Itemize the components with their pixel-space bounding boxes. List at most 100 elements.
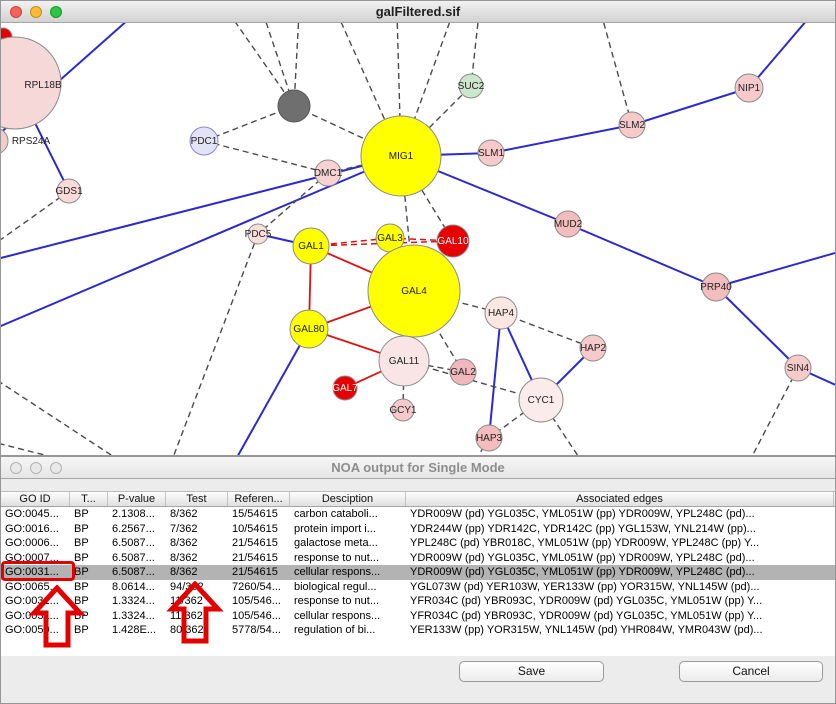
node-circle[interactable] bbox=[1, 128, 9, 154]
table-cell[interactable]: BP bbox=[74, 522, 89, 535]
table-cell[interactable]: 5778/54... bbox=[232, 624, 281, 636]
edge-blue[interactable] bbox=[231, 328, 310, 455]
edge-blue[interactable] bbox=[567, 223, 717, 288]
table-cell[interactable]: YDR009W (pd) YGL035C, YML051W (pp) YDR00… bbox=[410, 566, 755, 578]
edge-dashed[interactable] bbox=[746, 367, 799, 455]
table-cell[interactable]: GO:0031... bbox=[5, 595, 59, 607]
table-cell[interactable]: YPL248C (pd) YBR018C, YML051W (pp) YDR00… bbox=[410, 537, 760, 549]
node-cyc1[interactable]: CYC1 bbox=[518, 377, 564, 423]
edge-dashed[interactable] bbox=[601, 23, 633, 126]
column-header-test[interactable]: Test bbox=[166, 492, 228, 506]
table-cell[interactable]: GO:0007... bbox=[5, 551, 59, 564]
table-cell[interactable]: 11/362 bbox=[170, 609, 203, 622]
table-cell[interactable]: YGL073W (pd) YER103W, YER133W (pp) YOR31… bbox=[410, 580, 760, 593]
cancel-button[interactable]: Cancel bbox=[679, 661, 823, 682]
node-gal80[interactable]: GAL80 bbox=[289, 309, 329, 349]
table-cell[interactable]: cellular respons... bbox=[294, 566, 381, 578]
node-mud2[interactable]: MUD2 bbox=[554, 210, 583, 238]
node-rpl18b[interactable]: RPL18B bbox=[1, 36, 62, 130]
node-circle[interactable] bbox=[449, 358, 477, 386]
column-header-referen-[interactable]: Referen... bbox=[228, 492, 290, 506]
zoom-button[interactable] bbox=[50, 6, 62, 18]
node-circle[interactable] bbox=[475, 424, 503, 452]
table-cell[interactable]: GO:0050... bbox=[5, 624, 59, 636]
edge-dashed[interactable] bbox=[257, 172, 329, 235]
node-circle[interactable] bbox=[56, 178, 82, 204]
table-cell[interactable]: 2.1308... bbox=[112, 508, 155, 520]
node-circle[interactable] bbox=[784, 354, 812, 382]
table-cell[interactable]: galactose meta... bbox=[294, 537, 378, 549]
close-button[interactable] bbox=[10, 462, 22, 474]
node-suc2[interactable]: SUC2 bbox=[458, 73, 485, 99]
node-gcy1[interactable]: GCY1 bbox=[389, 398, 417, 422]
node-circle[interactable] bbox=[436, 224, 470, 258]
node-hap2[interactable]: HAP2 bbox=[579, 334, 607, 362]
edge-blue[interactable] bbox=[631, 87, 750, 126]
table-cell[interactable]: 105/546... bbox=[232, 595, 281, 607]
column-header-desciption[interactable]: Desciption bbox=[290, 492, 406, 506]
table-cell[interactable]: 8/362 bbox=[170, 566, 198, 578]
node-gal2[interactable]: GAL2 bbox=[449, 358, 477, 386]
node-gds1[interactable]: GDS1 bbox=[55, 178, 83, 204]
close-button[interactable] bbox=[10, 6, 22, 18]
table-cell[interactable]: GO:0006... bbox=[5, 537, 59, 549]
edge-dashed[interactable] bbox=[1, 441, 96, 455]
node-gal7[interactable]: GAL7 bbox=[332, 375, 358, 401]
table-cell[interactable]: biological regul... bbox=[294, 580, 377, 593]
node-mig1[interactable]: MIG1 bbox=[360, 115, 442, 197]
table-cell[interactable]: 6.5087... bbox=[112, 566, 155, 578]
column-header-go-id[interactable]: GO ID bbox=[1, 492, 70, 506]
table-cell[interactable]: 10/54615 bbox=[232, 522, 278, 535]
table-cell[interactable]: 21/54615 bbox=[232, 537, 278, 549]
node-circle[interactable] bbox=[701, 272, 731, 302]
node-slm1[interactable]: SLM1 bbox=[477, 139, 505, 167]
edge-blue[interactable] bbox=[488, 312, 502, 439]
table-cell[interactable]: 11/362 bbox=[170, 595, 203, 607]
table-cell[interactable]: 1.3324... bbox=[112, 595, 155, 607]
table-cell[interactable]: YDR244W (pp) YDR142C, YDR142C (pp) YGL15… bbox=[410, 522, 756, 535]
node-circle[interactable] bbox=[579, 334, 607, 362]
table-cell[interactable]: 6.5087... bbox=[112, 537, 155, 549]
table-cell[interactable]: 8/362 bbox=[170, 508, 198, 520]
node-gal11[interactable]: GAL11 bbox=[378, 335, 430, 387]
node-gal4[interactable]: GAL4 bbox=[367, 244, 461, 338]
node-circle[interactable] bbox=[189, 126, 219, 156]
table-cell[interactable]: GO:0045... bbox=[5, 508, 59, 520]
table-cell[interactable]: BP bbox=[74, 624, 89, 636]
table-cell[interactable]: BP bbox=[74, 580, 89, 593]
node-circle[interactable] bbox=[332, 375, 358, 401]
column-header-t-[interactable]: T... bbox=[70, 492, 108, 506]
table-cell[interactable]: 8/362 bbox=[170, 551, 198, 564]
edge-dashed[interactable] bbox=[293, 23, 300, 107]
node-pdc1[interactable]: PDC1 bbox=[189, 126, 219, 156]
zoom-button[interactable] bbox=[50, 462, 62, 474]
table-cell[interactable]: 1.3324... bbox=[112, 609, 155, 622]
table-cell[interactable]: 7/362 bbox=[170, 522, 198, 535]
node-prp40[interactable]: PRP40 bbox=[700, 272, 732, 302]
node-circle[interactable] bbox=[477, 139, 505, 167]
table-cell[interactable]: YER133W (pp) YOR315W, YNL145W (pd) YHR08… bbox=[410, 624, 763, 636]
table-cell[interactable]: response to nut... bbox=[294, 551, 379, 564]
node-circle[interactable] bbox=[518, 377, 564, 423]
edge-dashed[interactable] bbox=[500, 312, 594, 349]
table-cell[interactable]: 80/362 bbox=[170, 624, 204, 636]
table-cell[interactable]: BP bbox=[74, 508, 89, 520]
table-cell[interactable]: carbon cataboli... bbox=[294, 508, 378, 520]
node-dark[interactable] bbox=[277, 89, 311, 123]
table-cell[interactable]: BP bbox=[74, 595, 89, 607]
node-circle[interactable] bbox=[734, 73, 764, 103]
minimize-button[interactable] bbox=[30, 6, 42, 18]
node-slm2[interactable]: SLM2 bbox=[618, 111, 646, 139]
node-circle[interactable] bbox=[277, 89, 311, 123]
node-circle[interactable] bbox=[484, 296, 518, 330]
node-gal10[interactable]: GAL10 bbox=[436, 224, 470, 258]
node-circle[interactable] bbox=[378, 335, 430, 387]
table-cell[interactable]: cellular respons... bbox=[294, 609, 381, 622]
